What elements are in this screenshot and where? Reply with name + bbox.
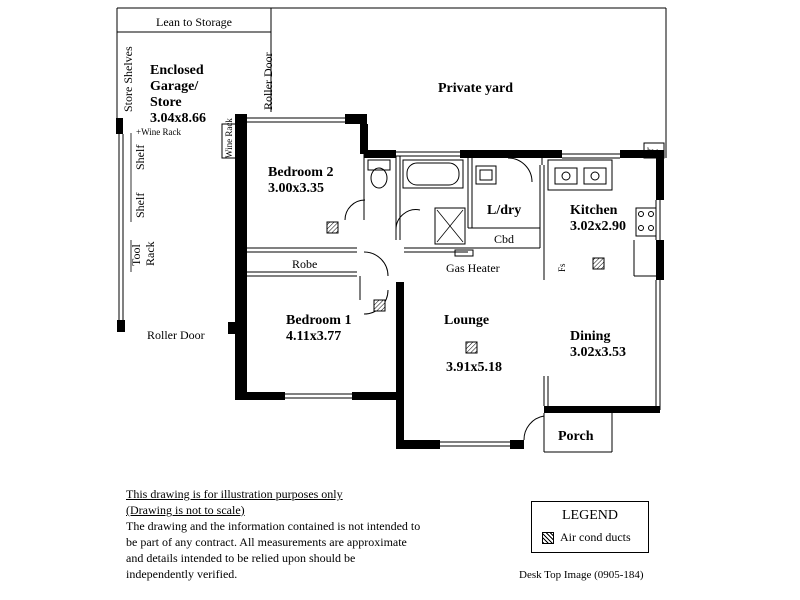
yard-boundary [116,7,667,158]
disclaimer-line1: This drawing is for illustration purpose… [126,487,343,501]
kitchen-size: 3.02x2.90 [570,219,626,234]
kitchen-label: Kitchen [570,203,618,218]
private-yard-label: Private yard [438,81,513,96]
store-shelves-label: Store Shelves [121,46,135,112]
house-walls [221,114,665,453]
dining-size: 3.02x3.53 [570,345,626,360]
rack-label: Rack [143,241,157,266]
lounge-label: Lounge [444,313,489,328]
legend-item: Air cond ducts [542,530,631,545]
disclaimer: This drawing is for illustration purpose… [126,486,426,582]
robe-label: Robe [292,257,317,271]
bedroom1-size: 4.11x3.77 [286,329,341,344]
shelf1-label: Shelf [133,145,147,170]
air-duct-swatch-icon [542,531,554,544]
image-credit: Desk Top Image (0905-184) [519,569,644,581]
fs-label: Fs [557,263,567,272]
legend-title: LEGEND [562,508,618,523]
disclaimer-line2: (Drawing is not to scale) [126,503,245,517]
hw-label: hw [647,146,659,156]
tool-label: Tool [129,244,143,266]
wine-rack-plus: + [136,127,141,137]
shelf2-label: Shelf [133,193,147,218]
bedroom2-label: Bedroom 2 [268,165,333,180]
laundry-label: L/dry [487,203,521,218]
garage-size: 3.04x8.66 [150,111,206,126]
lounge-size: 3.91x5.18 [446,360,502,375]
dining-label: Dining [570,329,610,344]
bedroom2-size: 3.00x3.35 [268,181,324,196]
lean-to-label: Lean to Storage [156,15,232,29]
legend-item-label: Air cond ducts [560,530,631,544]
wine-rack-label: +Wine Rack [136,127,181,137]
porch-label: Porch [558,429,594,444]
gas-heater-label: Gas Heater [446,261,500,275]
garage-walls [116,32,272,340]
disclaimer-body: The drawing and the information containe… [126,519,421,581]
roller-door-bottom-label: Roller Door [147,328,205,342]
wine-rack-text: Wine Rack [141,127,181,137]
garage-label-line1: Enclosed [150,63,204,78]
wine-rack-small-label: Wine Rack [224,118,234,158]
garage-label-line2: Garage/ [150,79,199,94]
garage-label-line3: Store [150,95,182,110]
roller-door-top-label: Roller Door [261,52,275,110]
bedroom1-label: Bedroom 1 [286,313,351,328]
air-cond-ducts [326,221,605,354]
legend-box: LEGEND Air cond ducts [531,501,649,553]
cbd-label: Cbd [494,232,514,246]
